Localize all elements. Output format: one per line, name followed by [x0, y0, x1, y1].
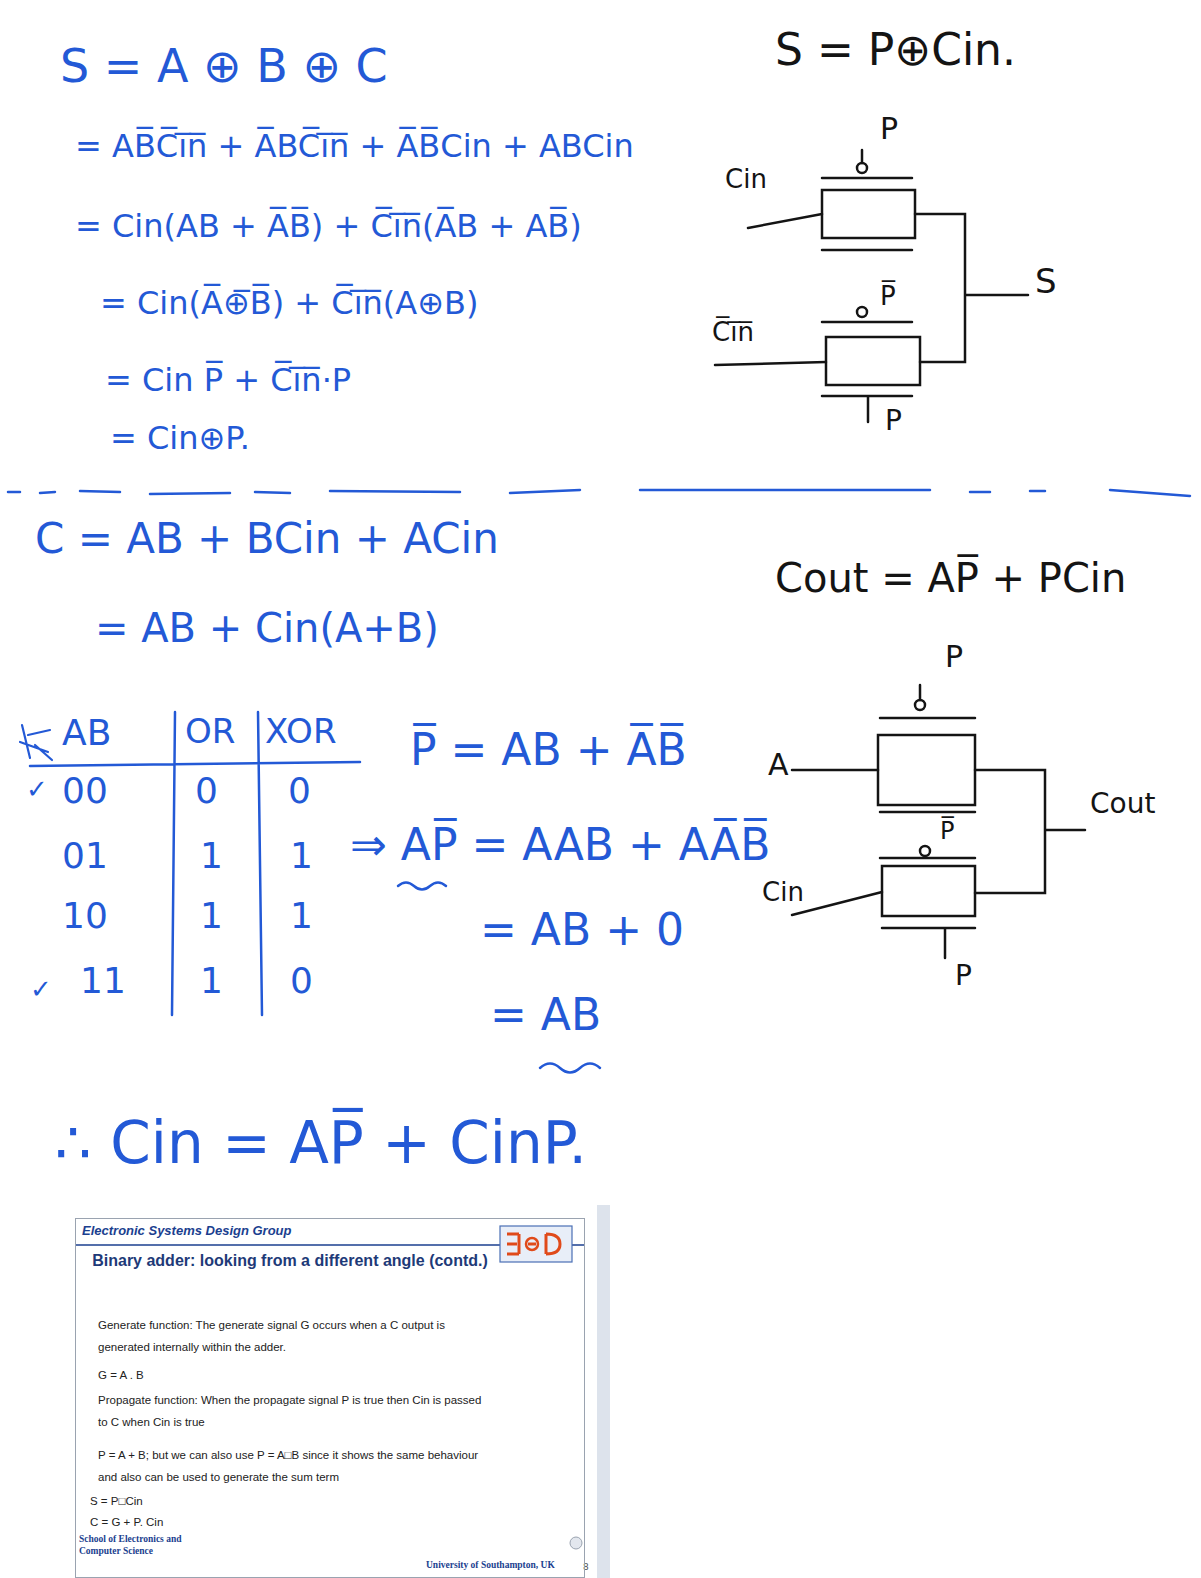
inverter-bubble — [857, 163, 867, 173]
underline-squiggle — [540, 1064, 600, 1073]
slide-panel: Electronic Systems Design GroupBinary ad… — [75, 1218, 585, 1578]
slide-header: Electronic Systems Design Group — [82, 1223, 412, 1239]
gate-bar — [880, 685, 975, 812]
table-cell: OR — [185, 712, 235, 751]
signal-name: P — [955, 960, 972, 992]
signal-name: P — [945, 640, 963, 675]
table-cell: 0 — [195, 770, 218, 811]
crest-icon — [570, 1537, 582, 1549]
signal-name: P — [885, 405, 902, 437]
equation: = AB — [490, 990, 601, 1041]
slide-body: S = P□Cin — [90, 1492, 390, 1510]
signal-name: Cin — [725, 165, 767, 195]
equation: = AB + 0 — [480, 905, 684, 956]
slide-footer: University of Southampton, UK — [426, 1560, 596, 1571]
page-number: 8 — [583, 1562, 589, 1572]
slide-body: G = A . B — [98, 1365, 498, 1387]
signal-name: C̅i̅n̅ — [712, 318, 754, 348]
slide-body: Propagate function: When the propagate s… — [98, 1390, 490, 1434]
inverter-bubble — [857, 307, 867, 317]
equation: P̅ = AB + A̅B̅ — [410, 725, 687, 776]
wire — [975, 770, 1085, 893]
check-mark: ✓ — [30, 975, 52, 1005]
equation: = AB + Cin(A+B) — [95, 605, 439, 651]
table-cell: 1 — [200, 960, 223, 1001]
equation: ∴ Cin = AP̅ + CinP. — [55, 1110, 587, 1177]
table-cell: AB — [62, 712, 111, 753]
transmission-gate — [826, 337, 920, 385]
signal-name: P̅ — [940, 818, 954, 846]
slide-body: Generate function: The generate signal G… — [98, 1315, 498, 1359]
logo-mark — [526, 1238, 538, 1250]
wire — [715, 362, 826, 365]
check-mark: ✓ — [26, 775, 48, 805]
inverter-bubble — [915, 700, 925, 710]
slide-footer: School of Electronics and Computer Scien… — [79, 1534, 189, 1557]
inverter-bubble — [920, 846, 930, 856]
transmission-gate — [822, 190, 915, 238]
gate-bar — [822, 150, 912, 250]
table-cell: 0 — [290, 960, 313, 1001]
slide-title: Binary adder: looking from a different a… — [84, 1251, 496, 1272]
table-cell: 1 — [200, 895, 223, 936]
equation: = Cin P̅ + C̅i̅n̅·P — [105, 362, 351, 399]
equation: C = AB + BCin + ACin — [35, 515, 499, 563]
wire — [792, 769, 878, 772]
transmission-gate — [882, 866, 975, 916]
table-cell: 1 — [290, 895, 313, 936]
signal-name: P̅ — [880, 282, 896, 312]
signal-name: A — [768, 748, 789, 783]
table-cell: 1 — [200, 835, 223, 876]
table-cell: 01 — [62, 835, 108, 876]
table-cell: 00 — [62, 770, 108, 811]
underline-squiggle — [398, 883, 446, 890]
table-cell: XOR — [265, 712, 337, 751]
equation: S = A ⊕ B ⊕ C — [60, 40, 388, 93]
scribble — [20, 725, 52, 760]
wire — [792, 892, 882, 915]
equation: ⇒ AP̅ = AAB + AA̅B̅ — [350, 820, 770, 871]
equation: = AB̅C̅i̅n̅ + A̅BC̅i̅n̅ + A̅B̅Cin + ABCi… — [75, 128, 634, 165]
wire — [748, 214, 822, 228]
signal-name: S — [1035, 262, 1057, 301]
transmission-gate — [878, 735, 975, 805]
table-cell: 0 — [288, 770, 311, 811]
table-rule — [30, 712, 360, 1015]
signal-name: Cin — [762, 878, 804, 908]
signal-name: P — [880, 112, 898, 147]
table-cell: 1 — [290, 835, 313, 876]
table-cell: 11 — [80, 960, 126, 1001]
logo-mark — [507, 1234, 560, 1254]
slide-body: P = A + B; but we can also use P = A□B s… — [98, 1445, 490, 1489]
gate-bar — [880, 858, 975, 958]
signal-name: Cout — [1090, 788, 1155, 820]
table-cell: 10 — [62, 895, 108, 936]
logo-frame — [500, 1226, 572, 1262]
divider-line — [8, 490, 1190, 496]
equation: = Cin⊕P. — [110, 420, 250, 457]
equation: = Cin(A̅⊕̅B̅) + C̅i̅n̅(A⊕B) — [100, 285, 478, 322]
slide-body: C = G + P. Cin — [90, 1513, 390, 1531]
scroll-bar — [597, 1205, 610, 1578]
equation: S = P⊕Cin. — [775, 25, 1016, 76]
wire — [915, 214, 1028, 362]
equation: Cout = AP̅ + PCin — [775, 555, 1126, 601]
equation: = Cin(AB + A̅B̅) + C̅i̅n̅(A̅B + AB̅) — [75, 208, 582, 245]
